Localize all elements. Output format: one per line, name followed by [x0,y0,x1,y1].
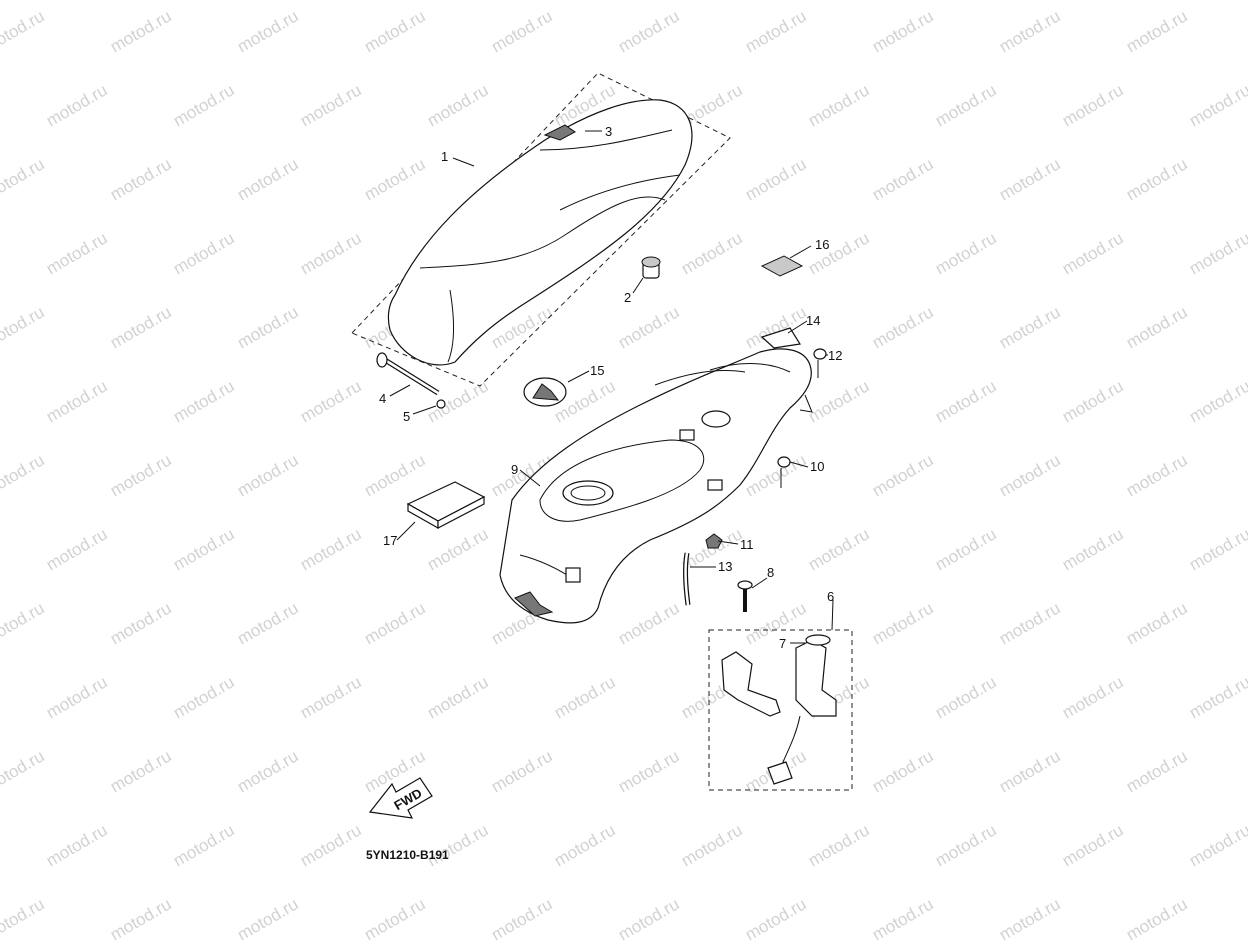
callout-14: 14 [806,313,820,328]
callout-1: 1 [441,149,448,164]
part-nut-11 [705,533,723,549]
part-pad-17 [406,481,486,530]
callout-9: 9 [511,462,518,477]
part-clip [436,399,446,409]
callout-16: 16 [815,237,829,252]
callout-15: 15 [590,363,604,378]
callout-11: 11 [740,537,754,552]
part-label-14 [760,327,801,349]
callout-labels: 1 2 3 4 5 6 7 8 9 10 11 12 13 14 15 16 1… [379,124,842,651]
callout-8: 8 [767,565,774,580]
callout-4: 4 [379,391,386,406]
part-seat [351,72,731,387]
callout-6: 6 [827,589,834,604]
fwd-arrow: FWD [368,777,433,819]
part-storage-box [499,348,813,624]
callout-13: 13 [718,559,732,574]
leader-lines [389,130,834,644]
part-lock-assembly [708,629,853,791]
callout-3: 3 [605,124,612,139]
part-bolt-8 [737,580,753,612]
callout-5: 5 [403,409,410,424]
part-bolt-10 [777,456,791,488]
part-label-16 [760,255,804,277]
part-emblem [523,377,567,407]
callout-2: 2 [624,290,631,305]
part-pin [376,352,440,396]
callout-7: 7 [779,636,786,651]
callout-12: 12 [828,348,842,363]
callout-17: 17 [383,533,397,548]
part-screw-12 [813,348,827,378]
part-hose-13 [682,552,691,606]
part-damper [641,256,661,279]
diagram-code: 5YN1210-B191 [366,848,449,862]
callout-10: 10 [810,459,824,474]
